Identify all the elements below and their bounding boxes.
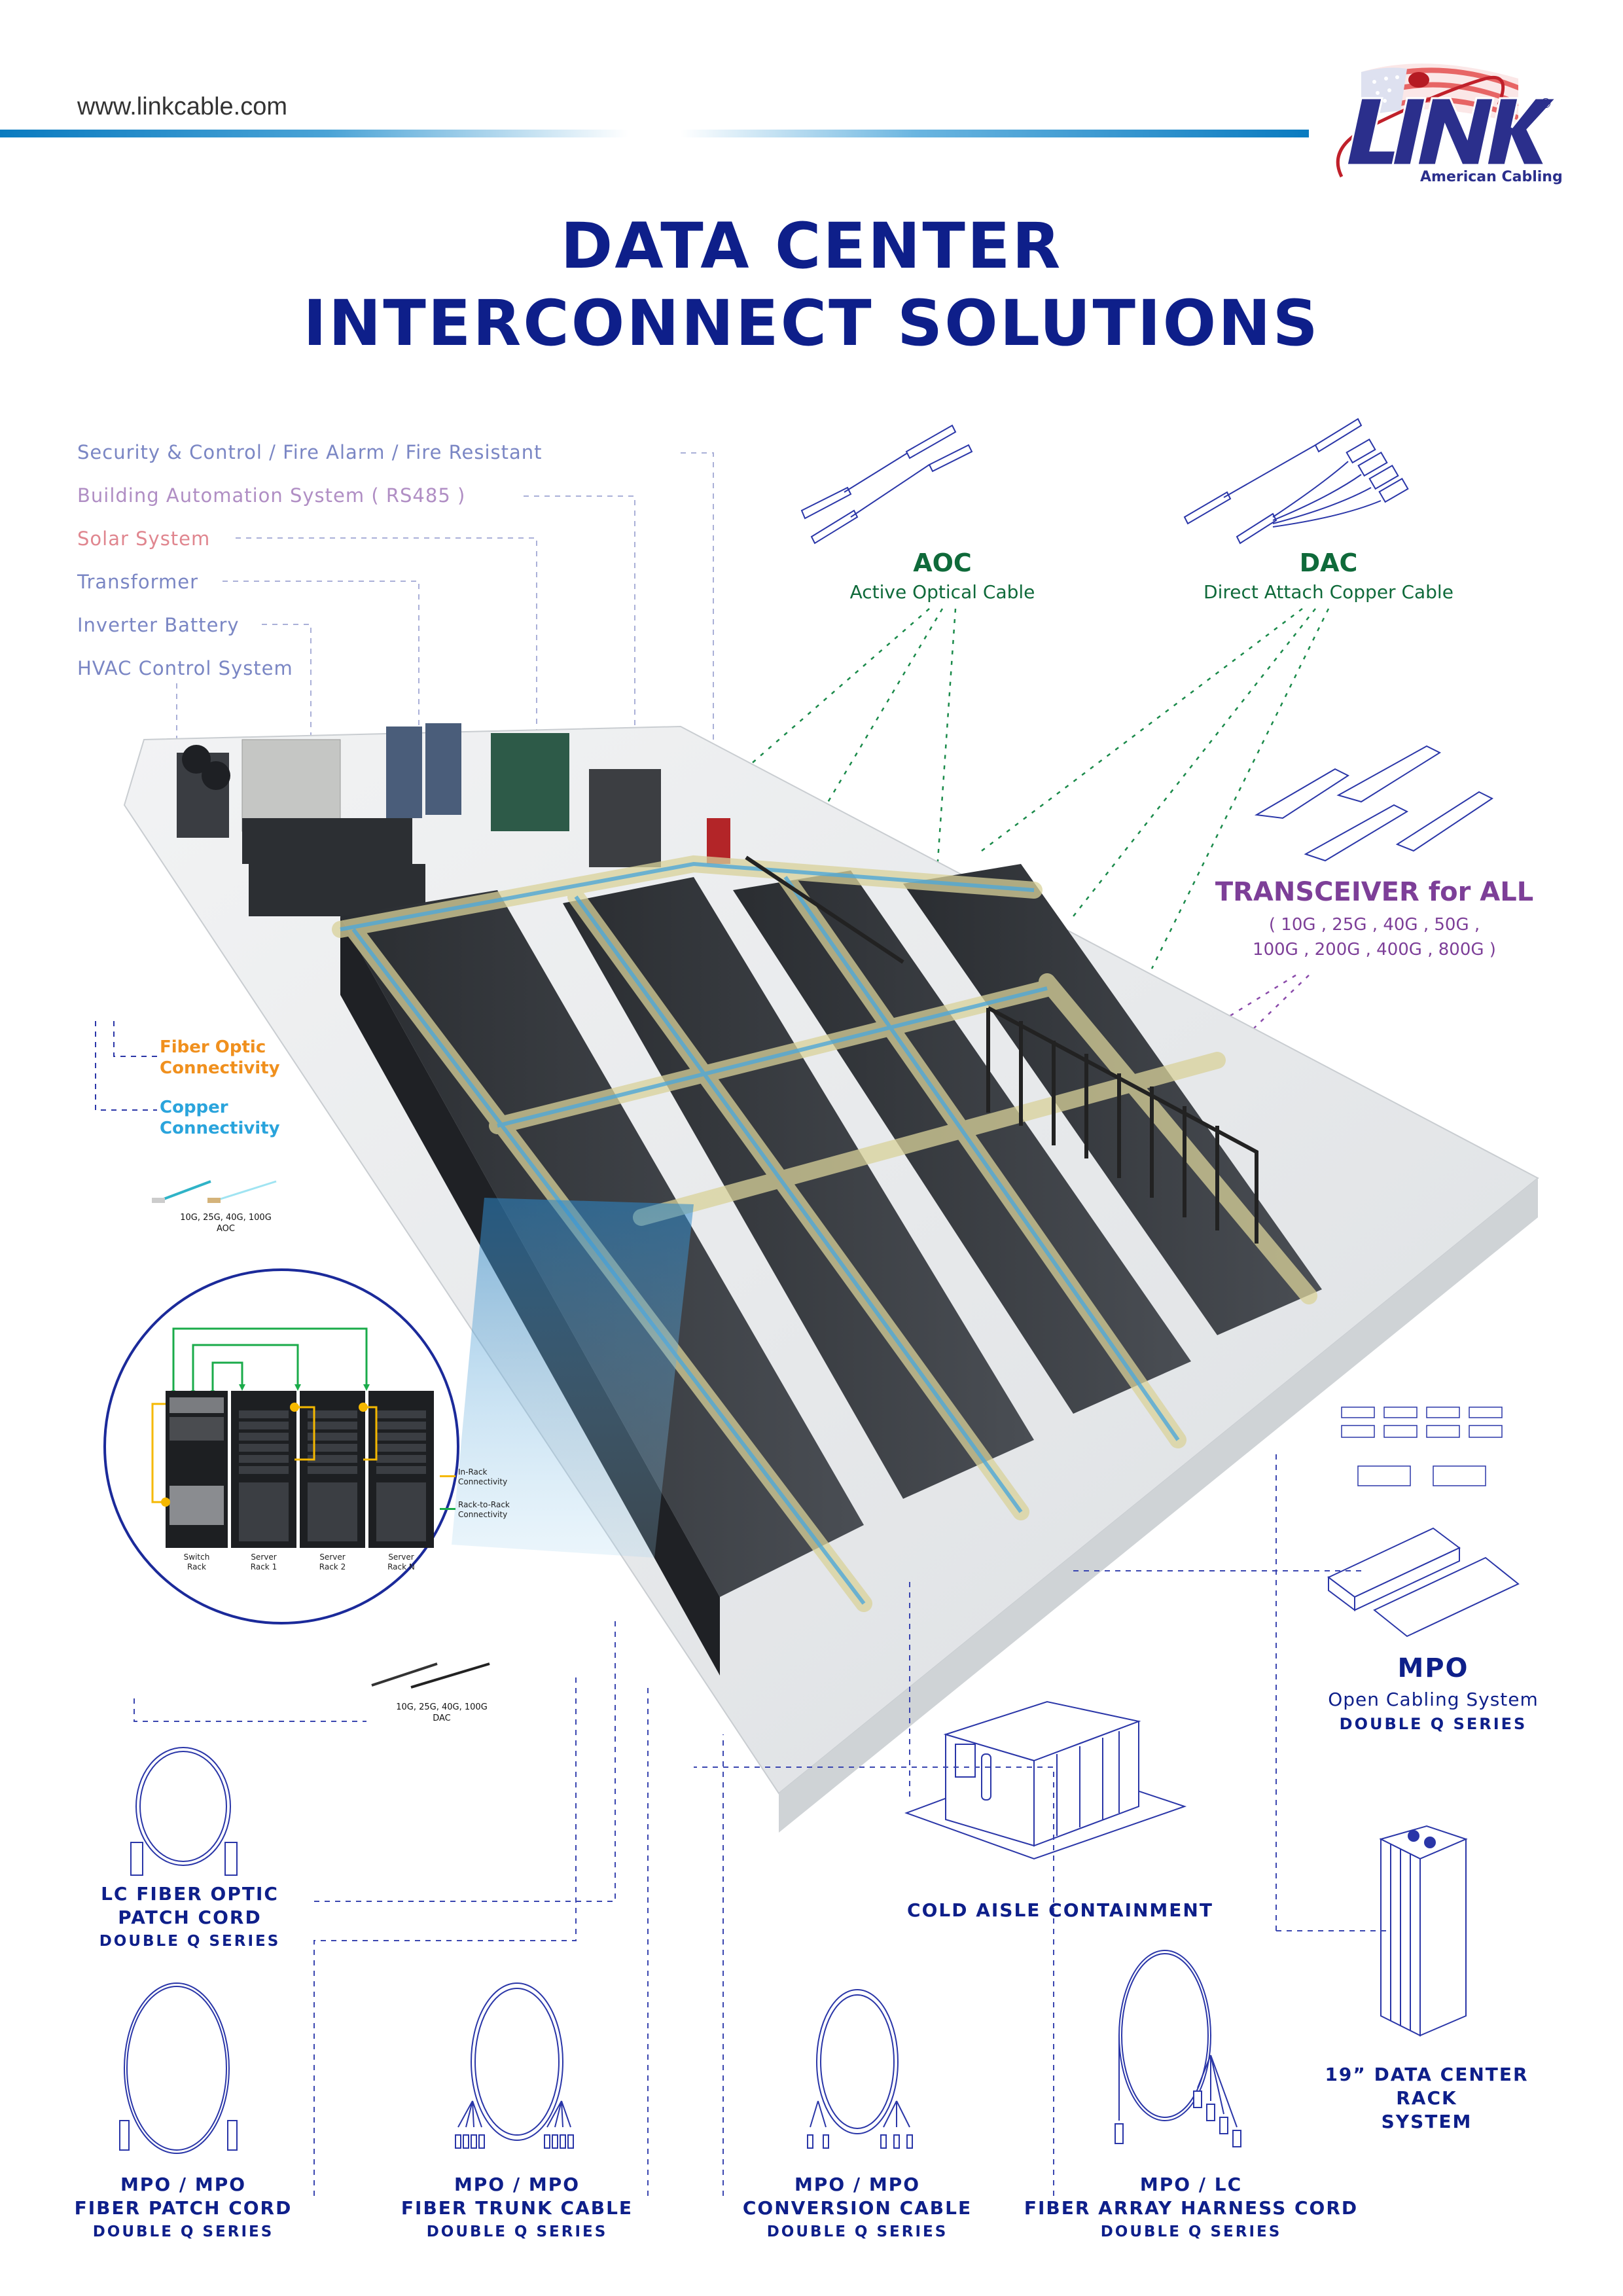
system-label-hvac: HVAC Control System — [77, 657, 293, 679]
aoc-cable-art — [800, 424, 973, 545]
legend-swatch-rack-to-rack — [440, 1508, 455, 1510]
fire-alarm-panel — [707, 818, 730, 864]
open-frame-racks — [745, 855, 1258, 1244]
system-label-inverter-battery: Inverter Battery — [77, 614, 240, 636]
system-label-transformer: Transformer — [77, 571, 199, 593]
system-label-building-automation: Building Automation System ( RS485 ) — [77, 484, 466, 507]
back-equipment — [177, 723, 730, 867]
transceiver-speeds-line2: 100G , 200G , 400G , 800G ) — [1253, 940, 1496, 960]
mpo-open-series: DOUBLE Q SERIES — [1339, 1715, 1527, 1733]
rack-switch — [166, 1391, 228, 1548]
rack-to-rack-lines — [172, 1327, 368, 1394]
in-rack-lines — [151, 1403, 378, 1503]
page-title-line1: DATA CENTER — [560, 209, 1063, 283]
dac-cable-art — [1183, 418, 1409, 545]
zoom-beam — [452, 1198, 694, 1558]
mpo-patch-cord-art — [119, 1982, 238, 2154]
connectivity-leader-lines — [95, 1021, 157, 1111]
cold-aisle-containment-art — [904, 1700, 1187, 1860]
inset-aoc-cables — [152, 1178, 302, 1204]
mpo-trunk-cable-art — [455, 1982, 574, 2149]
logo-letters — [1346, 97, 1559, 166]
aoc-dac-leader-lines — [726, 608, 1330, 982]
mpo-open-title: MPO — [1397, 1653, 1469, 1683]
transceiver-art — [1254, 745, 1493, 862]
cold-aisle-label: COLD AISLE CONTAINMENT — [907, 1899, 1213, 1921]
link-logo — [1322, 52, 1571, 183]
in-rack-nodes — [161, 1403, 368, 1507]
registered-mark: ® — [1539, 96, 1552, 111]
mpo-conversion-cable-art — [807, 1989, 913, 2149]
lc-patch-cord-art — [130, 1747, 238, 1876]
legend-swatch-in-rack — [440, 1475, 455, 1477]
link-logo-graphic — [1336, 63, 1559, 178]
mpo-open-subtitle: Open Cabling System — [1328, 1689, 1539, 1710]
dac-title: DAC — [1299, 548, 1358, 577]
logo-tagline: American Cabling — [1420, 169, 1563, 185]
aoc-subtitle: Active Optical Cable — [849, 581, 1035, 603]
swoosh-icon — [1336, 76, 1505, 178]
product-leader-lines — [134, 1453, 1387, 2196]
website-url[interactable]: www.linkcable.com — [77, 93, 287, 120]
page-title-line2: INTERCONNECT SOLUTIONS — [303, 287, 1320, 360]
header-bar — [0, 130, 1309, 137]
rack-cabinet-art — [1379, 1825, 1468, 2037]
dac-subtitle: Direct Attach Copper Cable — [1204, 581, 1454, 603]
mpo-lc-harness-art — [1115, 1950, 1241, 2147]
system-label-solar: Solar System — [77, 528, 211, 550]
battery-racks — [242, 818, 425, 916]
system-label-security: Security & Control / Fire Alarm / Fire R… — [77, 441, 543, 463]
transceiver-speeds-line1: ( 10G , 25G , 40G , 50G , — [1268, 915, 1480, 935]
mpo-patch-panel-art — [1327, 1407, 1520, 1638]
inset-dac-cables — [365, 1662, 496, 1689]
rack-connectivity-diagram — [147, 1316, 435, 1564]
floor-edge — [779, 1178, 1538, 1833]
transceiver-title: TRANSCEIVER for ALL — [1215, 877, 1534, 907]
aoc-title: AOC — [913, 548, 972, 577]
